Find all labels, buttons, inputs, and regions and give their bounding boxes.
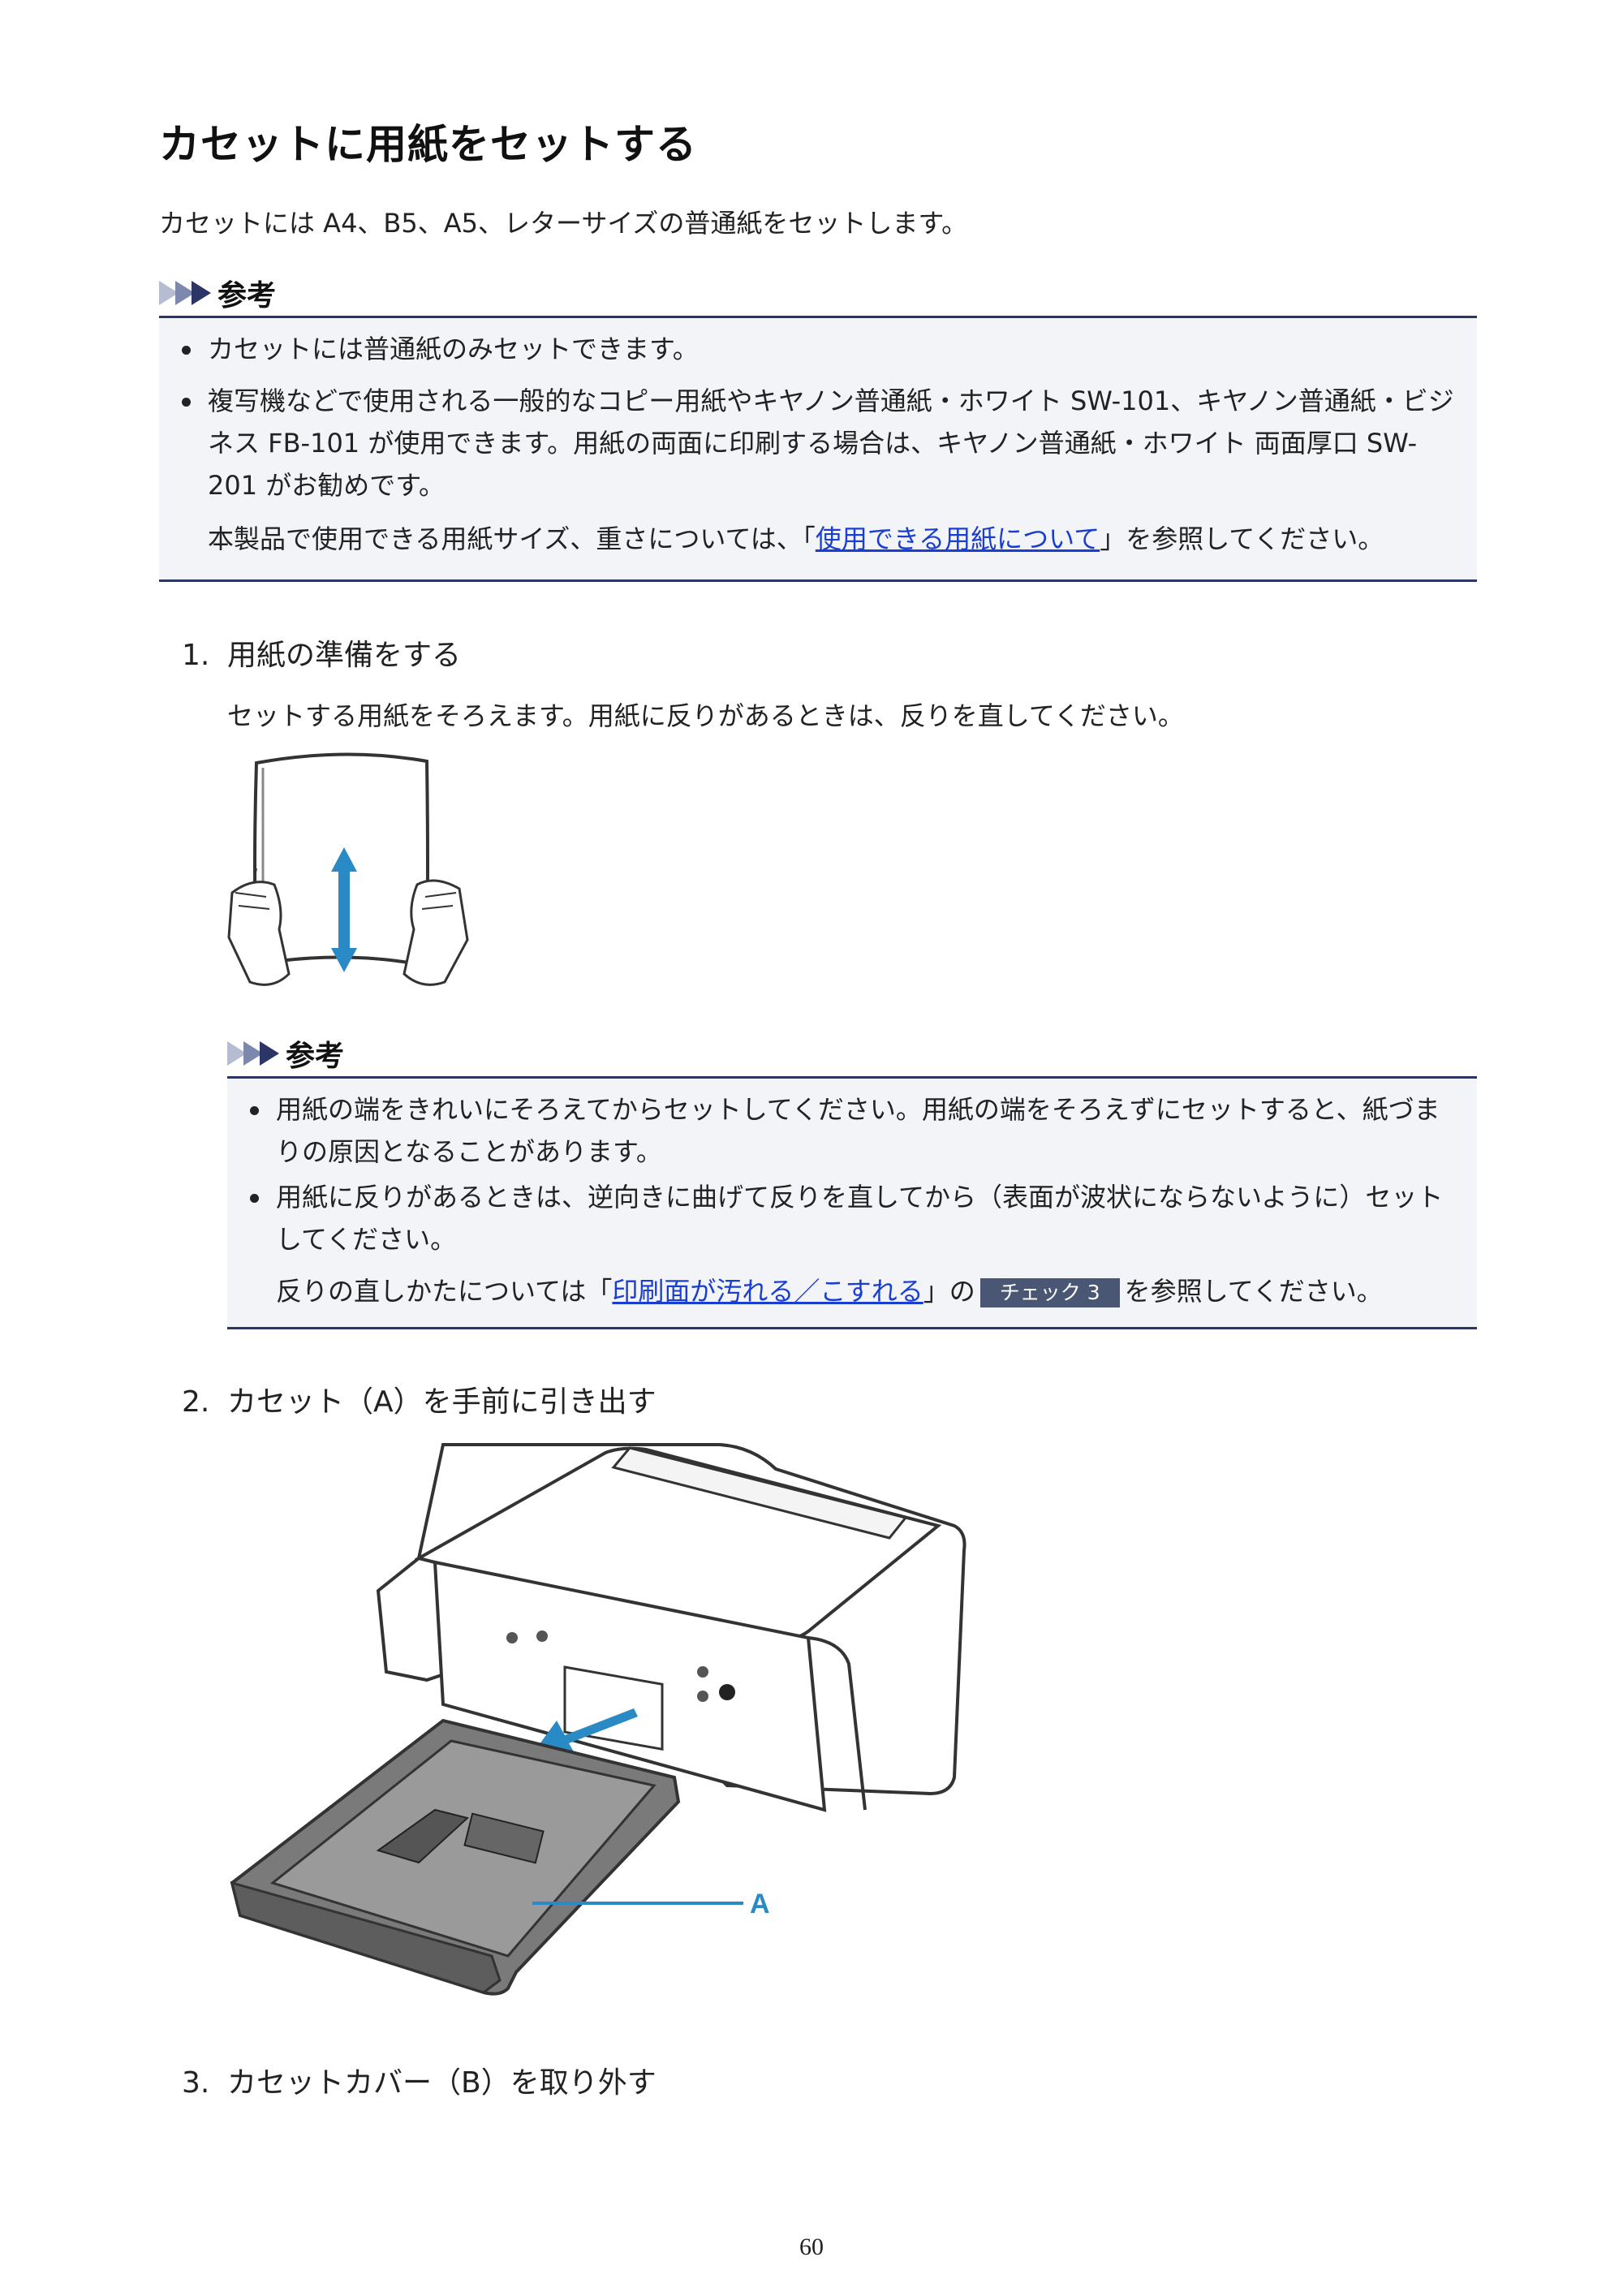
step-title: 用紙の準備をする (227, 639, 462, 672)
note-text: 反りの直しかたについては「 (276, 1276, 613, 1307)
step-title: カセット（A）を手前に引き出す (227, 1385, 657, 1419)
print-smudge-link[interactable]: 印刷面が汚れる／こすれる (612, 1276, 923, 1307)
page-title: カセットに用紙をセットする (159, 121, 697, 168)
step-number: 2. (182, 1385, 210, 1419)
list-item: 複写機などで使用される一般的なコピー用紙やキヤノン普通紙・ホワイト SW-101… (159, 380, 1461, 506)
list-item: 用紙の端をきれいにそろえてからセットしてください。用紙の端をそろえずにセットする… (227, 1088, 1461, 1173)
step-heading: 3. カセットカバー（B）を取り外す (182, 2059, 657, 2101)
note-box: カセットには普通紙のみセットできます。 複写機などで使用される一般的なコピー用紙… (159, 316, 1477, 582)
note-text: 本製品で使用できる用紙サイズ、重さについては、「 (208, 523, 816, 554)
list-item: カセットには普通紙のみセットできます。 (159, 328, 1461, 370)
step-heading: 1. 用紙の準備をする (182, 631, 461, 674)
list-item: 用紙に反りがあるときは、逆向きに曲げて反りを直してから（表面が波状にならないよう… (227, 1176, 1461, 1260)
chevron-icon (227, 1041, 279, 1066)
note-heading-label: 参考 (217, 279, 277, 312)
step-heading: 2. カセット（A）を手前に引き出す (182, 1378, 657, 1420)
page-number: 60 (799, 2234, 824, 2260)
step-description: セットする用紙をそろえます。用紙に反りがあるときは、反りを直してください。 (227, 700, 1184, 731)
step-number: 3. (182, 2066, 210, 2100)
note-heading: 参考 (227, 1032, 344, 1075)
step-number: 1. (182, 639, 210, 672)
note-text: を参照してください。 (1124, 1276, 1383, 1307)
note-heading: 参考 (159, 272, 276, 314)
note-text: 」の (923, 1276, 975, 1307)
note-heading-label: 参考 (286, 1040, 345, 1073)
paper-alignment-illustration (227, 752, 469, 986)
note-box: 用紙の端をきれいにそろえてからセットしてください。用紙の端をそろえずにセットする… (227, 1076, 1477, 1329)
step-title: カセットカバー（B）を取り外す (227, 2066, 657, 2100)
note-paragraph: 本製品で使用できる用紙サイズ、重さについては、「使用できる用紙について」を参照し… (159, 518, 1461, 560)
note-text: 」を参照してください。 (1100, 523, 1384, 554)
supported-paper-link[interactable]: 使用できる用紙について (815, 523, 1100, 554)
callout-label: A (750, 1889, 770, 1919)
intro-text: カセットには A4、B5、A5、レターサイズの普通紙をセットします。 (159, 208, 968, 239)
printer-cassette-illustration: A (230, 1443, 966, 1996)
chevron-icon (159, 281, 211, 305)
check-badge: チェック 3 (979, 1278, 1120, 1307)
